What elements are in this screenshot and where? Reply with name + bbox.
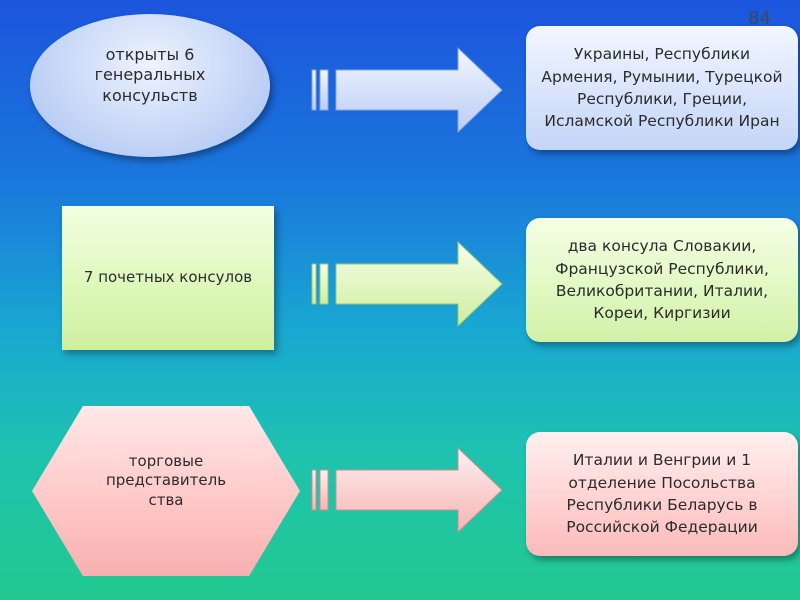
striped-right-arrow-icon — [311, 46, 503, 134]
honorary-consuls-label: 7 почетных консулов — [83, 268, 253, 287]
honorary-consuls-countries-text: два консула Словакии, Французской Респуб… — [555, 237, 769, 323]
trade-missions-hexagon: торговые представитель ства — [32, 406, 300, 576]
striped-right-arrow-icon — [311, 446, 503, 534]
page-number: 84 — [748, 8, 771, 29]
trade-missions-countries-box: Италии и Венгрии и 1 отделение Посольств… — [526, 432, 798, 556]
honorary-consuls-rectangle: 7 почетных консулов — [62, 206, 274, 350]
striped-right-arrow-icon — [311, 240, 503, 328]
trade-missions-label: торговые представитель ства — [105, 452, 227, 509]
consulates-general-label: открыты 6 генеральных консульств — [94, 44, 206, 105]
consulates-general-oval: открыты 6 генеральных консульств — [30, 14, 270, 157]
trade-missions-countries-text: Италии и Венгрии и 1 отделение Посольств… — [566, 451, 758, 537]
consulates-general-countries-text: Украины, Республики Армения, Румынии, Ту… — [541, 45, 783, 131]
consulates-general-countries-box: Украины, Республики Армения, Румынии, Ту… — [526, 26, 798, 150]
honorary-consuls-countries-box: два консула Словакии, Французской Респуб… — [526, 218, 798, 342]
